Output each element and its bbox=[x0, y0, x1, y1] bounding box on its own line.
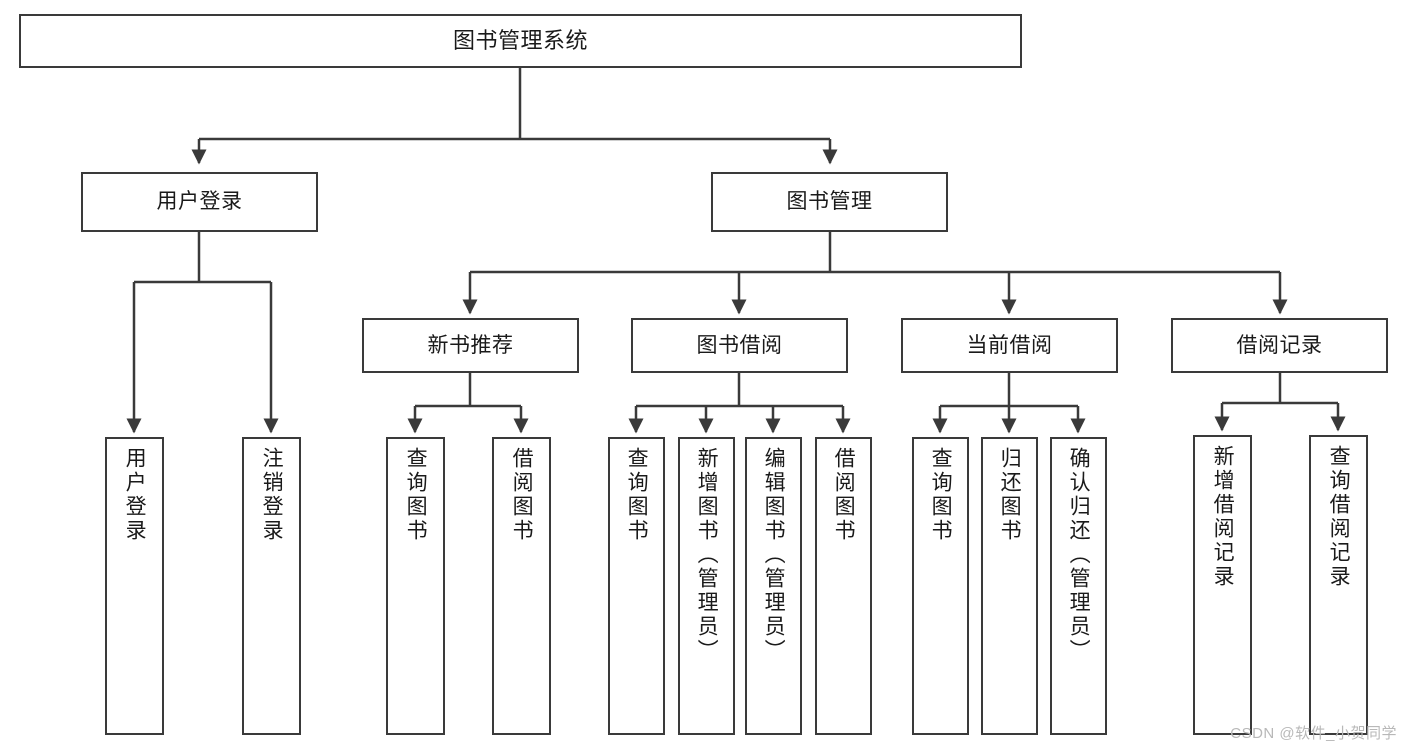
node-root-system[interactable]: 图书管理系统 bbox=[19, 14, 1022, 68]
leaf-current-query-book[interactable]: 查询图书 bbox=[912, 437, 969, 735]
leaf-recommend-borrow-book[interactable]: 借阅图书 bbox=[492, 437, 551, 735]
node-label: 当前借阅 bbox=[966, 333, 1053, 357]
node-borrow-record[interactable]: 借阅记录 bbox=[1171, 318, 1388, 373]
node-label: 查询图书 bbox=[625, 447, 649, 543]
node-new-book-recommend[interactable]: 新书推荐 bbox=[362, 318, 579, 373]
node-label: 查询借阅记录 bbox=[1327, 445, 1351, 589]
leaf-borrow-add-book-admin[interactable]: 新增图书（管理员） bbox=[678, 437, 735, 735]
node-label: 借阅图书 bbox=[832, 447, 856, 543]
node-label: 借阅图书 bbox=[510, 447, 534, 543]
node-label: 编辑图书（管理员） bbox=[762, 447, 786, 663]
node-book-management[interactable]: 图书管理 bbox=[711, 172, 948, 232]
node-label: 图书借阅 bbox=[696, 333, 783, 357]
node-label: 注销登录 bbox=[260, 447, 284, 543]
node-current-borrow[interactable]: 当前借阅 bbox=[901, 318, 1118, 373]
node-user-login[interactable]: 用户登录 bbox=[81, 172, 318, 232]
node-label: 用户登录 bbox=[156, 190, 243, 214]
leaf-current-confirm-return-admin[interactable]: 确认归还（管理员） bbox=[1050, 437, 1107, 735]
node-label: 新书推荐 bbox=[427, 333, 514, 357]
node-label: 查询图书 bbox=[929, 447, 953, 543]
node-label: 新增借阅记录 bbox=[1211, 445, 1235, 589]
node-label: 确认归还（管理员） bbox=[1067, 447, 1091, 663]
watermark-text: CSDN @软件_小贺同学 bbox=[1230, 725, 1397, 742]
leaf-record-add-record[interactable]: 新增借阅记录 bbox=[1193, 435, 1252, 735]
node-label: 图书管理 bbox=[786, 190, 873, 214]
leaf-borrow-borrow-book[interactable]: 借阅图书 bbox=[815, 437, 872, 735]
node-book-borrow[interactable]: 图书借阅 bbox=[631, 318, 848, 373]
node-label: 用户登录 bbox=[123, 447, 147, 543]
leaf-recommend-query-book[interactable]: 查询图书 bbox=[386, 437, 445, 735]
leaf-borrow-query-book[interactable]: 查询图书 bbox=[608, 437, 665, 735]
leaf-user-login-logout[interactable]: 注销登录 bbox=[242, 437, 301, 735]
leaf-record-query-record[interactable]: 查询借阅记录 bbox=[1309, 435, 1368, 735]
leaf-user-login-login[interactable]: 用户登录 bbox=[105, 437, 164, 735]
leaf-current-return-book[interactable]: 归还图书 bbox=[981, 437, 1038, 735]
node-label: 图书管理系统 bbox=[452, 27, 588, 53]
node-label: 归还图书 bbox=[998, 447, 1022, 543]
node-label: 新增图书（管理员） bbox=[695, 447, 719, 663]
node-label: 借阅记录 bbox=[1236, 333, 1323, 357]
leaf-borrow-edit-book-admin[interactable]: 编辑图书（管理员） bbox=[745, 437, 802, 735]
node-label: 查询图书 bbox=[404, 447, 428, 543]
